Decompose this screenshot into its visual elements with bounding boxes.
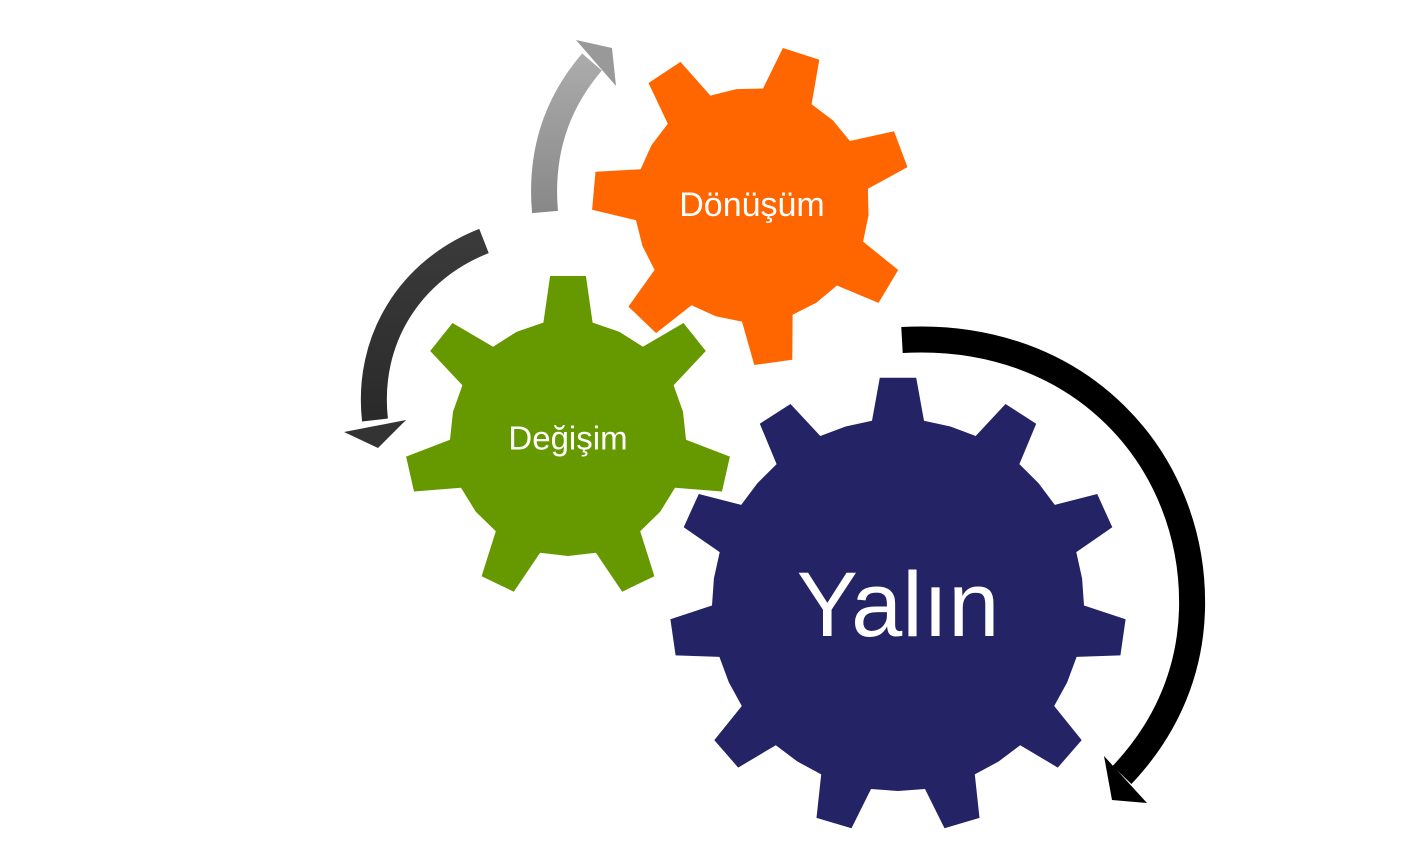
- arrow-light-gray-head: [576, 40, 616, 86]
- gear-yalin-shape: [670, 377, 1126, 829]
- arrow-black-shaft: [901, 326, 1206, 784]
- gear-donusum: Dönüşüm: [592, 48, 908, 365]
- gear-donusum-label: Dönüşüm: [679, 186, 825, 224]
- arrow-black: [901, 326, 1206, 803]
- arrow-dark-gray: [344, 228, 489, 448]
- gear-degisim: Değişim: [406, 276, 730, 592]
- gear-degisim-shape: [406, 276, 730, 592]
- arrow-light-gray: [531, 40, 616, 214]
- arrow-light-gray-shaft: [531, 53, 602, 214]
- gear-yalin: Yalın: [670, 377, 1126, 829]
- gear-degisim-label: Değişim: [508, 420, 627, 457]
- gear-donusum-shape: [592, 48, 908, 365]
- arrow-black-head: [1104, 756, 1147, 803]
- arrow-dark-gray-shaft: [360, 228, 489, 422]
- gear-yalin-label: Yalın: [797, 554, 1000, 656]
- arrow-dark-gray-head: [344, 420, 406, 448]
